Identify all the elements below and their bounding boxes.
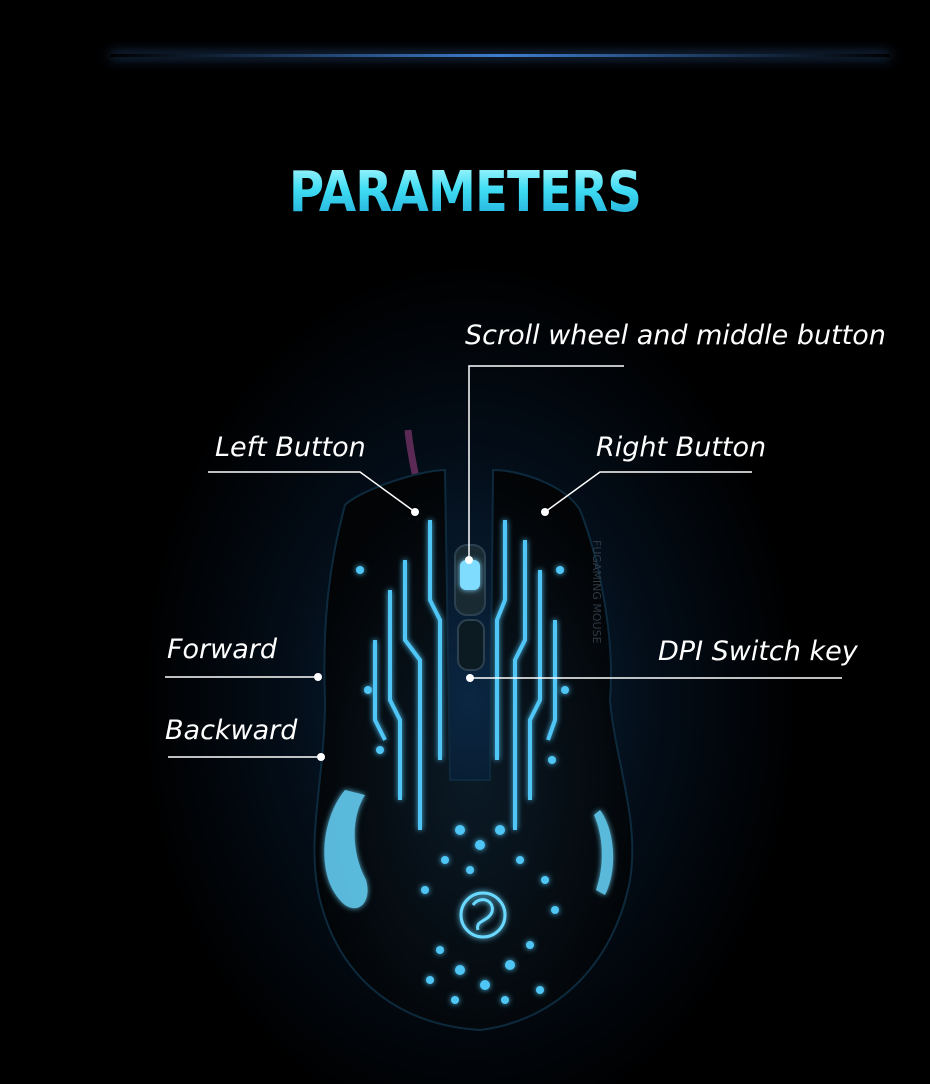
label-scroll-wheel: Scroll wheel and middle button (465, 320, 886, 351)
dpi-switch (457, 619, 485, 671)
label-backward: Backward (165, 715, 298, 746)
label-dpi-switch: DPI Switch key (658, 636, 858, 667)
label-right-button: Right Button (596, 432, 767, 463)
dragon-logo-icon (459, 891, 507, 939)
right-grip-light (594, 810, 614, 895)
page-title: PARAMETERS (65, 160, 865, 225)
mouse-side-text: FUGAMING MOUSE (590, 540, 603, 644)
side-grip-light (324, 790, 368, 909)
label-left-button: Left Button (215, 432, 366, 463)
callout-lines (165, 365, 842, 758)
callout-dots (314, 508, 549, 761)
circuit-traces (373, 520, 557, 830)
top-glow-line (110, 54, 890, 57)
circuit-dots (356, 566, 569, 1004)
label-forward: Forward (167, 634, 278, 665)
